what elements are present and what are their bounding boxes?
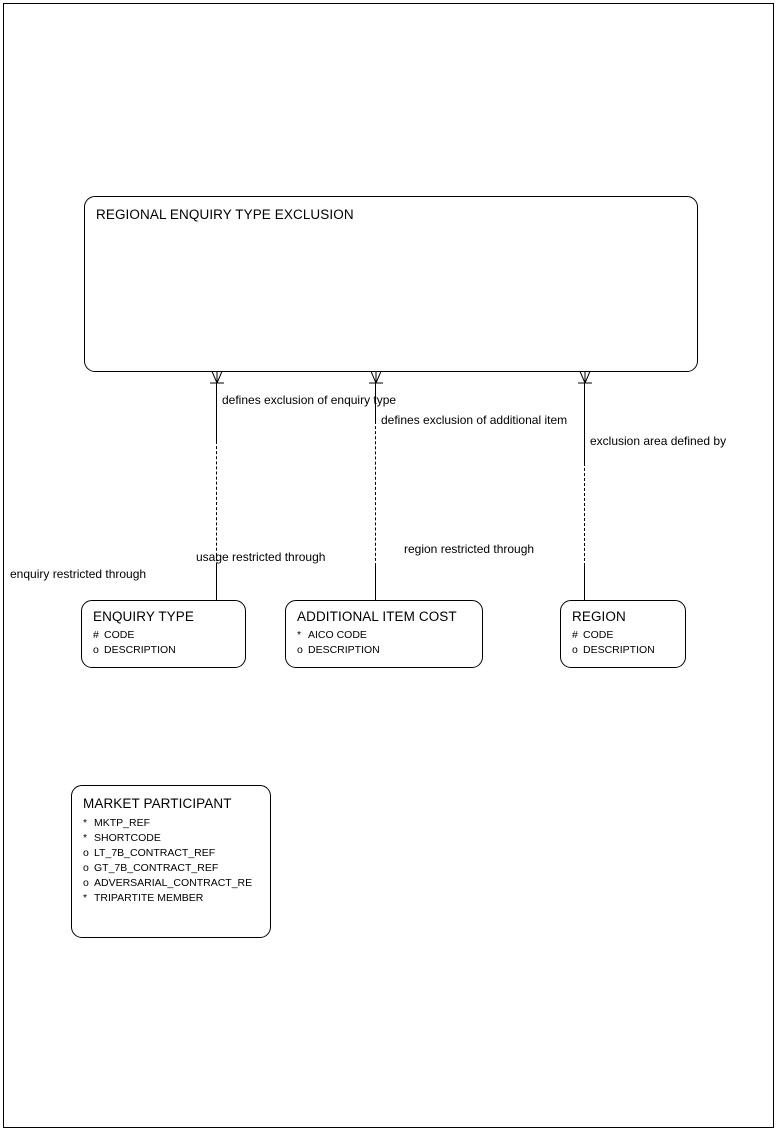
attribute-list: * MKTP_REF * SHORTCODE o LT_7B_CONTRACT_REF… xyxy=(83,816,252,906)
attribute-row: # CODE xyxy=(572,628,655,643)
connector-enquiry-type-lower xyxy=(216,566,217,601)
connector-region-upper xyxy=(584,383,585,463)
attribute-marker: o xyxy=(83,847,89,859)
relationship-label-enquiry-restricted-through: enquiry restricted through xyxy=(10,567,147,581)
attribute-marker: # xyxy=(572,629,578,641)
entity-regional-enquiry-type-exclusion[interactable]: REGIONAL ENQUIRY TYPE EXCLUSION xyxy=(84,196,698,372)
attribute-list: # CODE o DESCRIPTION xyxy=(572,628,655,658)
entity-title: MARKET PARTICIPANT xyxy=(83,796,232,811)
attribute-row: o ADVERSARIAL_CONTRACT_RE xyxy=(83,876,252,891)
entity-additional-item-cost[interactable]: ADDITIONAL ITEM COST * AICO CODE o DESCRIP… xyxy=(285,600,483,668)
page-border-frame xyxy=(3,3,774,1128)
connector-additional-item-upper xyxy=(375,383,376,421)
attribute-marker: * xyxy=(83,892,88,904)
attribute-row: * SHORTCODE xyxy=(83,831,252,846)
attribute-name: ADVERSARIAL_CONTRACT_RE xyxy=(94,877,253,889)
relationship-label-region-restricted-through: region restricted through xyxy=(404,542,535,556)
connector-enquiry-type-upper xyxy=(216,383,217,441)
connector-region-middle xyxy=(584,463,585,566)
attribute-row: * MKTP_REF xyxy=(83,816,252,831)
attribute-marker: o xyxy=(572,644,578,656)
attribute-marker: # xyxy=(93,629,99,641)
entity-enquiry-type[interactable]: ENQUIRY TYPE # CODE o DESCRIPTION xyxy=(81,600,246,668)
relationship-label-usage-restricted-through: usage restricted through xyxy=(196,550,326,564)
attribute-name: TRIPARTITE MEMBER xyxy=(94,892,204,904)
attribute-name: CODE xyxy=(104,629,135,641)
attribute-name: CODE xyxy=(583,629,614,641)
attribute-row: o DESCRIPTION xyxy=(93,643,176,658)
attribute-row: * TRIPARTITE MEMBER xyxy=(83,891,252,906)
attribute-name: GT_7B_CONTRACT_REF xyxy=(94,862,219,874)
relationship-label-exclusion-area-defined-by: exclusion area defined by xyxy=(590,434,727,448)
attribute-row: # CODE xyxy=(93,628,176,643)
attribute-name: DESCRIPTION xyxy=(104,644,176,656)
entity-title: ENQUIRY TYPE xyxy=(93,609,194,624)
connector-region-lower xyxy=(584,566,585,601)
connector-additional-item-lower xyxy=(375,566,376,601)
attribute-list: # CODE o DESCRIPTION xyxy=(93,628,176,658)
attribute-list: * AICO CODE o DESCRIPTION xyxy=(297,628,380,658)
entity-title: REGION xyxy=(572,609,626,624)
attribute-marker: * xyxy=(83,832,88,844)
attribute-name: LT_7B_CONTRACT_REF xyxy=(94,847,216,859)
entity-title: REGIONAL ENQUIRY TYPE EXCLUSION xyxy=(96,207,354,222)
attribute-row: * AICO CODE xyxy=(297,628,380,643)
entity-region[interactable]: REGION # CODE o DESCRIPTION xyxy=(560,600,686,668)
attribute-name: DESCRIPTION xyxy=(583,644,655,656)
connector-enquiry-type-middle xyxy=(216,441,217,566)
attribute-row: o DESCRIPTION xyxy=(297,643,380,658)
attribute-marker: * xyxy=(83,817,88,829)
attribute-marker: o xyxy=(297,644,303,656)
attribute-row: o GT_7B_CONTRACT_REF xyxy=(83,861,252,876)
attribute-name: SHORTCODE xyxy=(94,832,161,844)
relationship-label-defines-enquiry-type: defines exclusion of enquiry type xyxy=(222,393,397,407)
attribute-marker: o xyxy=(93,644,99,656)
attribute-row: o LT_7B_CONTRACT_REF xyxy=(83,846,252,861)
attribute-marker: o xyxy=(83,862,89,874)
relationship-label-defines-additional-item: defines exclusion of additional item xyxy=(381,413,568,427)
attribute-marker: o xyxy=(83,877,89,889)
attribute-marker: * xyxy=(297,629,302,641)
entity-market-participant[interactable]: MARKET PARTICIPANT * MKTP_REF * SHORTCODE … xyxy=(71,785,271,938)
entity-title: ADDITIONAL ITEM COST xyxy=(297,609,457,624)
attribute-row: o DESCRIPTION xyxy=(572,643,655,658)
attribute-name: MKTP_REF xyxy=(94,817,151,829)
connector-additional-item-middle xyxy=(375,421,376,566)
attribute-name: DESCRIPTION xyxy=(308,644,380,656)
attribute-name: AICO CODE xyxy=(308,629,367,641)
